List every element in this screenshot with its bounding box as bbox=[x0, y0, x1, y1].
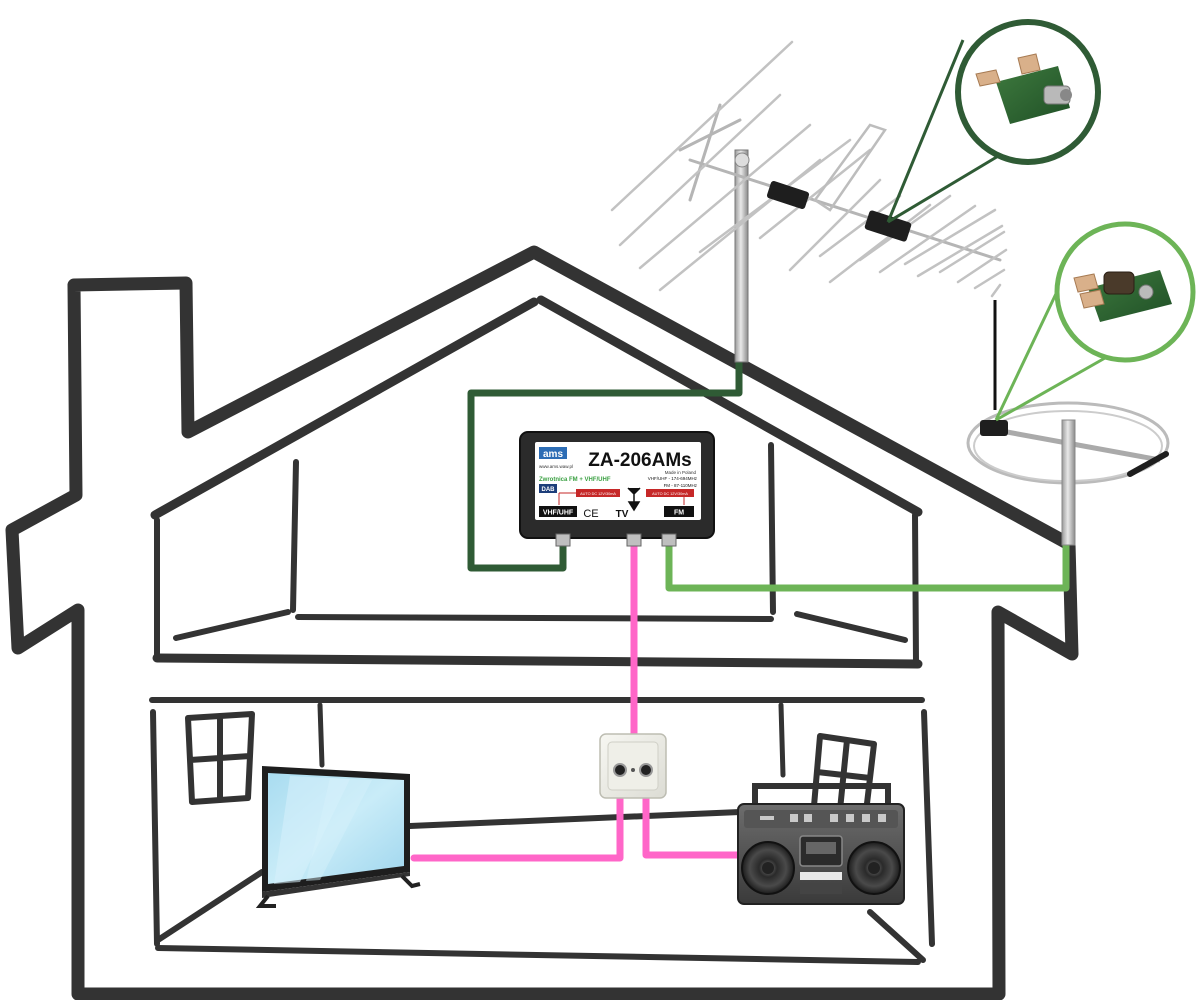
diplexer-device: ams ZA-206AMs www.ams.waw.pl Made in Pol… bbox=[519, 431, 715, 547]
antenna-amp-box-1 bbox=[766, 181, 810, 209]
connector-fm bbox=[661, 533, 677, 547]
yagi-antenna-icon bbox=[610, 40, 1008, 363]
device-power-right: AUTO DC 12V/30mA bbox=[652, 492, 688, 496]
window-right bbox=[811, 733, 877, 815]
antenna-amp-box-2 bbox=[864, 210, 912, 242]
attic-roof-line-left bbox=[150, 297, 539, 520]
device-ce-mark: CE bbox=[583, 508, 598, 520]
merge-arrow-icon bbox=[627, 487, 641, 512]
boombox-radio-icon bbox=[737, 783, 905, 905]
tv-cable bbox=[410, 768, 624, 862]
attic-floor bbox=[152, 653, 923, 669]
device-spec-vhf-uhf: VHF/UHF - 174-694MHz bbox=[648, 476, 698, 481]
device-website: www.ams.waw.pl bbox=[539, 464, 573, 469]
room-back-wall-left bbox=[317, 702, 325, 768]
attic-floor-right-diag bbox=[794, 611, 908, 643]
room-floor-left-diag bbox=[155, 869, 265, 943]
device-subtitle: Zwrotnica FM + VHF/UHF bbox=[539, 477, 611, 483]
device-model: ZA-206AMs bbox=[588, 450, 691, 471]
window-left bbox=[185, 711, 255, 805]
house-exterior-wall bbox=[5, 245, 1079, 1000]
amplifier-board-icon bbox=[975, 53, 1072, 124]
attic-inner-left-wall bbox=[290, 459, 299, 613]
antenna-mast bbox=[734, 149, 749, 363]
socket-radio-port bbox=[639, 763, 653, 777]
device-dab-badge: DAB bbox=[542, 487, 556, 493]
attic-floor-left-diag bbox=[173, 609, 291, 641]
room-back-wall-right bbox=[778, 702, 786, 778]
device-port-tv: TV bbox=[616, 509, 629, 520]
wall-socket-icon bbox=[599, 733, 667, 799]
fm-cable bbox=[665, 536, 1070, 592]
attic-back-edge bbox=[295, 614, 774, 622]
device-brand: ams bbox=[543, 449, 563, 460]
tv-stand-left bbox=[255, 894, 276, 908]
radio-cable bbox=[642, 768, 742, 859]
fm-amplifier-callout bbox=[994, 221, 1196, 422]
connector-tv bbox=[626, 533, 642, 547]
house-outline bbox=[5, 245, 1079, 1000]
cables bbox=[410, 356, 1070, 862]
amplifier-board-icon bbox=[1073, 270, 1172, 322]
fm-ring-antenna-icon bbox=[966, 300, 1170, 546]
television-icon bbox=[255, 766, 421, 908]
room-right-wall bbox=[921, 709, 935, 947]
attic-roof-line-right bbox=[536, 295, 923, 517]
socket-tv-port bbox=[613, 763, 627, 777]
yagi-elements bbox=[610, 40, 1008, 298]
device-port-vhf-uhf: VHF/UHF bbox=[543, 510, 574, 517]
device-power-left: AUTO DC 12V/30mA bbox=[580, 492, 616, 496]
room-floor-right-diag bbox=[867, 909, 926, 963]
device-origin: Made in Poland bbox=[665, 470, 697, 475]
room-floor-front bbox=[155, 945, 921, 965]
fm-antenna-mast bbox=[1061, 419, 1076, 546]
device-spec-fm: FM - 87-110MHz bbox=[664, 483, 698, 488]
device-port-fm: FM bbox=[674, 510, 684, 517]
connector-vhf-uhf bbox=[555, 533, 571, 547]
vhf-uhf-cable bbox=[467, 356, 743, 572]
tv-stand-right bbox=[400, 874, 421, 889]
vhf-uhf-amplifier-callout bbox=[886, 19, 1101, 224]
room-back-floor-line bbox=[407, 809, 743, 829]
attic-inner-right-wall bbox=[768, 442, 776, 615]
room-left-wall bbox=[150, 709, 160, 947]
